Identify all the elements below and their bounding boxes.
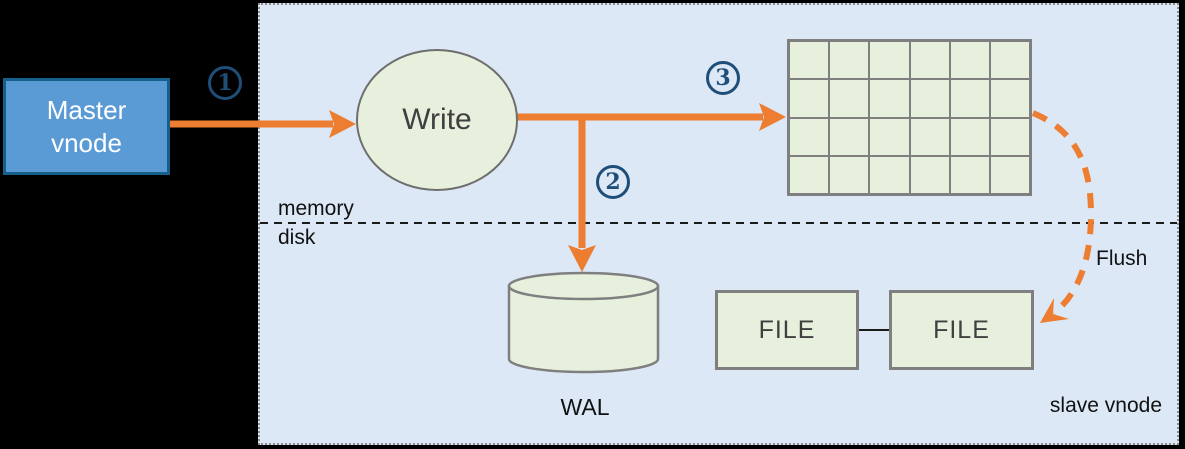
memtable-cell — [789, 79, 830, 118]
memtable-cell — [829, 117, 870, 156]
step-2-badge: 2 — [596, 165, 630, 199]
memtable-cell — [949, 155, 990, 194]
file-node-right: FILE — [889, 290, 1034, 370]
master-vnode-node: Master vnode — [3, 78, 170, 175]
flush-arrow — [1031, 110, 1095, 323]
step-2-number: 2 — [605, 169, 621, 195]
memtable-cell — [789, 117, 830, 156]
file-left-label: FILE — [758, 315, 816, 344]
wal-cylinder — [507, 271, 660, 374]
memtable-cell — [989, 41, 1030, 80]
file-right-label: FILE — [933, 315, 990, 344]
arrow-step2 — [568, 117, 596, 272]
arrow-step1 — [168, 110, 356, 138]
memtable-cell — [869, 79, 910, 118]
memtable-cell — [829, 79, 870, 118]
memtable-cell — [949, 41, 990, 80]
step-1-badge: 1 — [208, 66, 242, 100]
wal-label: WAL — [560, 394, 610, 420]
memtable-cell — [829, 41, 870, 80]
memtable-cell — [909, 117, 950, 156]
file-node-left: FILE — [715, 290, 859, 370]
memtable-cell — [949, 79, 990, 118]
flush-label: Flush — [1096, 247, 1148, 270]
step-3-badge: 3 — [706, 61, 740, 95]
step-1-number: 1 — [217, 70, 233, 96]
memtable-cell — [789, 155, 830, 194]
memtable-cell — [909, 79, 950, 118]
memtable-grid — [787, 39, 1032, 196]
memtable-cell — [909, 41, 950, 80]
wal-cylinder-top — [507, 271, 660, 301]
memtable-cell — [869, 41, 910, 80]
memtable-cell — [829, 155, 870, 194]
write-node: Write — [356, 49, 518, 191]
memtable-cell — [989, 117, 1030, 156]
arrow-step3 — [516, 103, 786, 131]
slave-vnode-label: slave vnode — [1049, 394, 1162, 417]
wal-cylinder-body — [507, 284, 660, 374]
memtable-cell — [989, 155, 1030, 194]
memtable-cell — [789, 41, 830, 80]
memtable-cell — [869, 117, 910, 156]
write-node-label: Write — [402, 103, 472, 136]
master-vnode-label: Master vnode — [46, 94, 127, 158]
memtable-cell — [949, 117, 990, 156]
disk-label: disk — [278, 226, 316, 249]
step-3-number: 3 — [715, 65, 731, 91]
memtable-cell — [989, 79, 1030, 118]
memtable-cell — [909, 155, 950, 194]
memtable-cell — [869, 155, 910, 194]
memory-label: memory — [278, 197, 354, 220]
